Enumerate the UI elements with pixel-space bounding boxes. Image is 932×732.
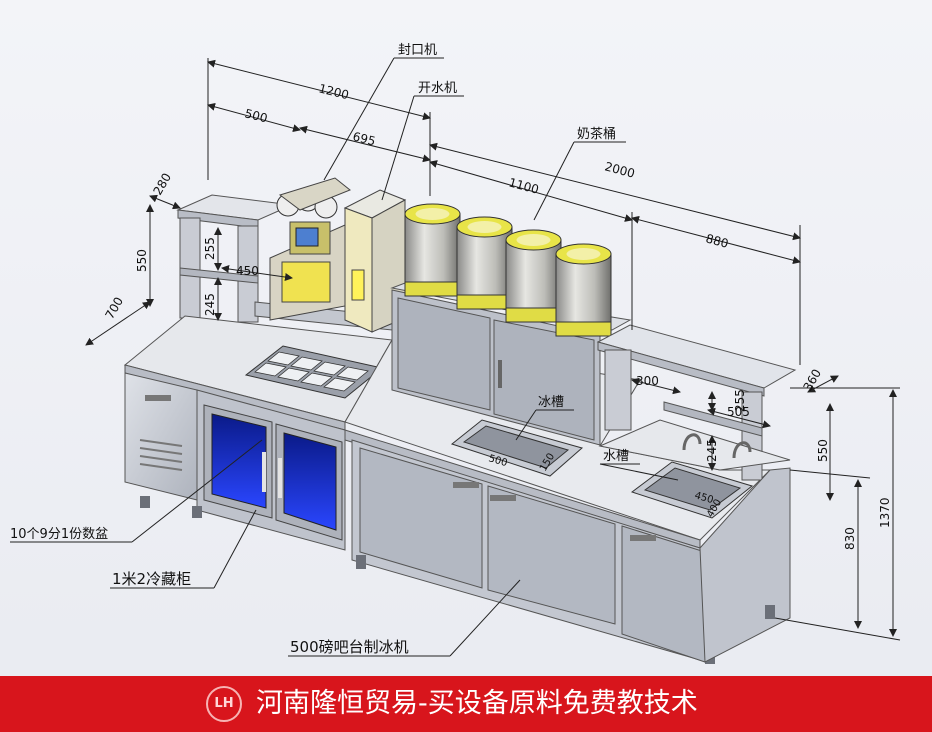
- dim-880: 880: [704, 231, 730, 250]
- dim-280: 280: [150, 171, 174, 198]
- footer-banner: LH 河南隆恒贸易-买设备原料免费教技术: [0, 676, 932, 732]
- fridge-door-right: [275, 423, 343, 541]
- ice-tank: [450, 419, 584, 477]
- callout-texts: 封口机 开水机 奶茶桶 冰槽 水槽 10个9分1份数盆 1米2冷藏柜 500磅吧…: [10, 43, 629, 656]
- dim-245-right: 245: [705, 439, 719, 462]
- bar-counter-drawing: 1200 500 695 1100 2000 880 280 550 255 4…: [10, 43, 901, 664]
- sealer-machine: [269, 177, 351, 321]
- label-fridge: 1米2冷藏柜: [112, 570, 191, 588]
- dim-255-right: 255: [733, 389, 747, 412]
- vent-grille: [139, 439, 183, 471]
- dim-695: 695: [351, 129, 377, 148]
- dim-450-left: 450: [236, 264, 259, 278]
- dim-1100: 1100: [507, 175, 540, 196]
- dim-360: 360: [800, 367, 824, 394]
- fridge-door-left: [203, 404, 273, 519]
- dim-505: 505: [727, 405, 750, 419]
- label-ice-tank: 冰槽: [538, 395, 564, 410]
- dim-550-right: 550: [816, 439, 830, 462]
- label-sealer: 封口机: [398, 43, 437, 58]
- banner-text: 河南隆恒贸易-买设备原料免费教技术: [256, 688, 698, 719]
- dim-700: 700: [102, 295, 126, 322]
- label-milk-tea-bucket: 奶茶桶: [577, 126, 616, 142]
- drawer-handle-left: [145, 395, 171, 401]
- left-counter: [123, 315, 393, 551]
- dim-500-ice: 500: [487, 453, 508, 469]
- dim-500: 500: [243, 106, 269, 125]
- dim-1370: 1370: [878, 497, 892, 528]
- dim-255-left: 255: [203, 237, 217, 260]
- dim-550-left: 550: [135, 249, 149, 272]
- dimension-lines: [85, 58, 901, 641]
- boiler-machine: [343, 189, 407, 333]
- callouts: [10, 57, 679, 657]
- label-portion-pans: 10个9分1份数盆: [10, 527, 108, 542]
- label-ice-machine: 500磅吧台制冰机: [290, 638, 409, 656]
- dim-245-left: 245: [203, 293, 217, 316]
- dim-830: 830: [843, 527, 857, 550]
- label-sink: 水槽: [603, 449, 629, 464]
- dim-2000: 2000: [603, 159, 636, 180]
- label-boiler: 开水机: [418, 81, 457, 96]
- dim-300: 300: [636, 374, 659, 388]
- dim-450-sink: 450: [693, 490, 714, 506]
- company-logo: LH: [206, 686, 242, 722]
- dim-1200: 1200: [317, 81, 350, 102]
